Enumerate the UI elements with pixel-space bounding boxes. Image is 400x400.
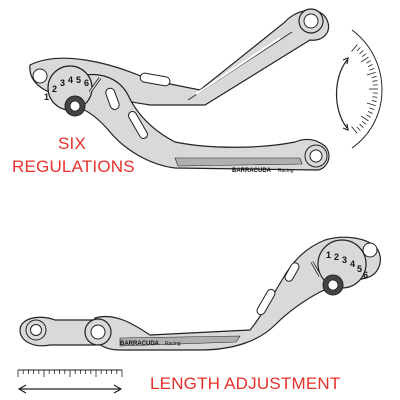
bottom-dial-number: 3 [342, 255, 347, 265]
double-arrow-icon [17, 384, 123, 394]
angle-scale-tick [372, 96, 378, 98]
angle-scale-tick [359, 123, 364, 128]
top-dial-number: 3 [60, 78, 65, 88]
top-brand-suffix: Racing [278, 168, 294, 174]
top-dial-number: 1 [44, 92, 49, 102]
bottom-brand-name: BARRACUDA [120, 341, 160, 347]
angle-scale-tick [360, 56, 369, 63]
top-brand-name: BARRACUDA [232, 168, 272, 174]
angle-scale-tick [371, 100, 377, 102]
bottom-dial-number: 2 [334, 252, 339, 262]
top-lever-body [68, 74, 330, 171]
top-dial-number: 2 [52, 84, 57, 94]
top-dial-number: 4 [68, 75, 73, 85]
angle-scale-tick [366, 60, 371, 64]
angle-scale-tick [356, 126, 361, 131]
angle-scale-tick [361, 53, 367, 58]
angle-scale-tick [359, 50, 364, 55]
angle-scale-tick [367, 64, 373, 67]
angle-scale-tick [361, 120, 367, 125]
length-scale-icon [17, 369, 123, 377]
angle-scale-tick [366, 102, 376, 107]
curved-arrow-icon [336, 57, 349, 131]
length-adjustment-label: LENGTH ADJUSTMENT [150, 374, 341, 393]
angle-scale-tick [360, 115, 369, 122]
bottom-dial-number: 4 [350, 259, 355, 269]
angle-scale-tick [356, 47, 361, 52]
angle-scale-tick [351, 126, 358, 134]
bottom-lever [19, 236, 381, 351]
angle-scale-tick [372, 80, 378, 82]
angle-scale-tick [366, 71, 376, 76]
top-dial-number: 5 [76, 75, 81, 85]
angle-scale-tick [351, 44, 358, 52]
angle-scale-tick [369, 107, 375, 111]
bottom-dial-numbers: 1 2 3 4 5 6 [326, 250, 368, 280]
angle-scale-tick [367, 111, 373, 114]
top-dial-number: 6 [84, 78, 89, 88]
angle-scale-tick [369, 67, 375, 71]
bottom-dial-number: 1 [326, 250, 331, 260]
bottom-dial-number: 5 [357, 264, 362, 274]
angle-scale-icon [351, 29, 383, 149]
angle-scale-tick [366, 114, 371, 118]
bottom-brand-suffix: Racing [165, 341, 181, 347]
six-label: SIX [58, 134, 87, 153]
regulations-label: REGULATIONS [12, 157, 135, 176]
bottom-dial-number: 6 [363, 270, 368, 280]
top-lever [29, 8, 330, 171]
angle-scale-tick [371, 76, 377, 78]
top-dial-numbers: 1 2 3 4 5 6 [44, 75, 89, 102]
